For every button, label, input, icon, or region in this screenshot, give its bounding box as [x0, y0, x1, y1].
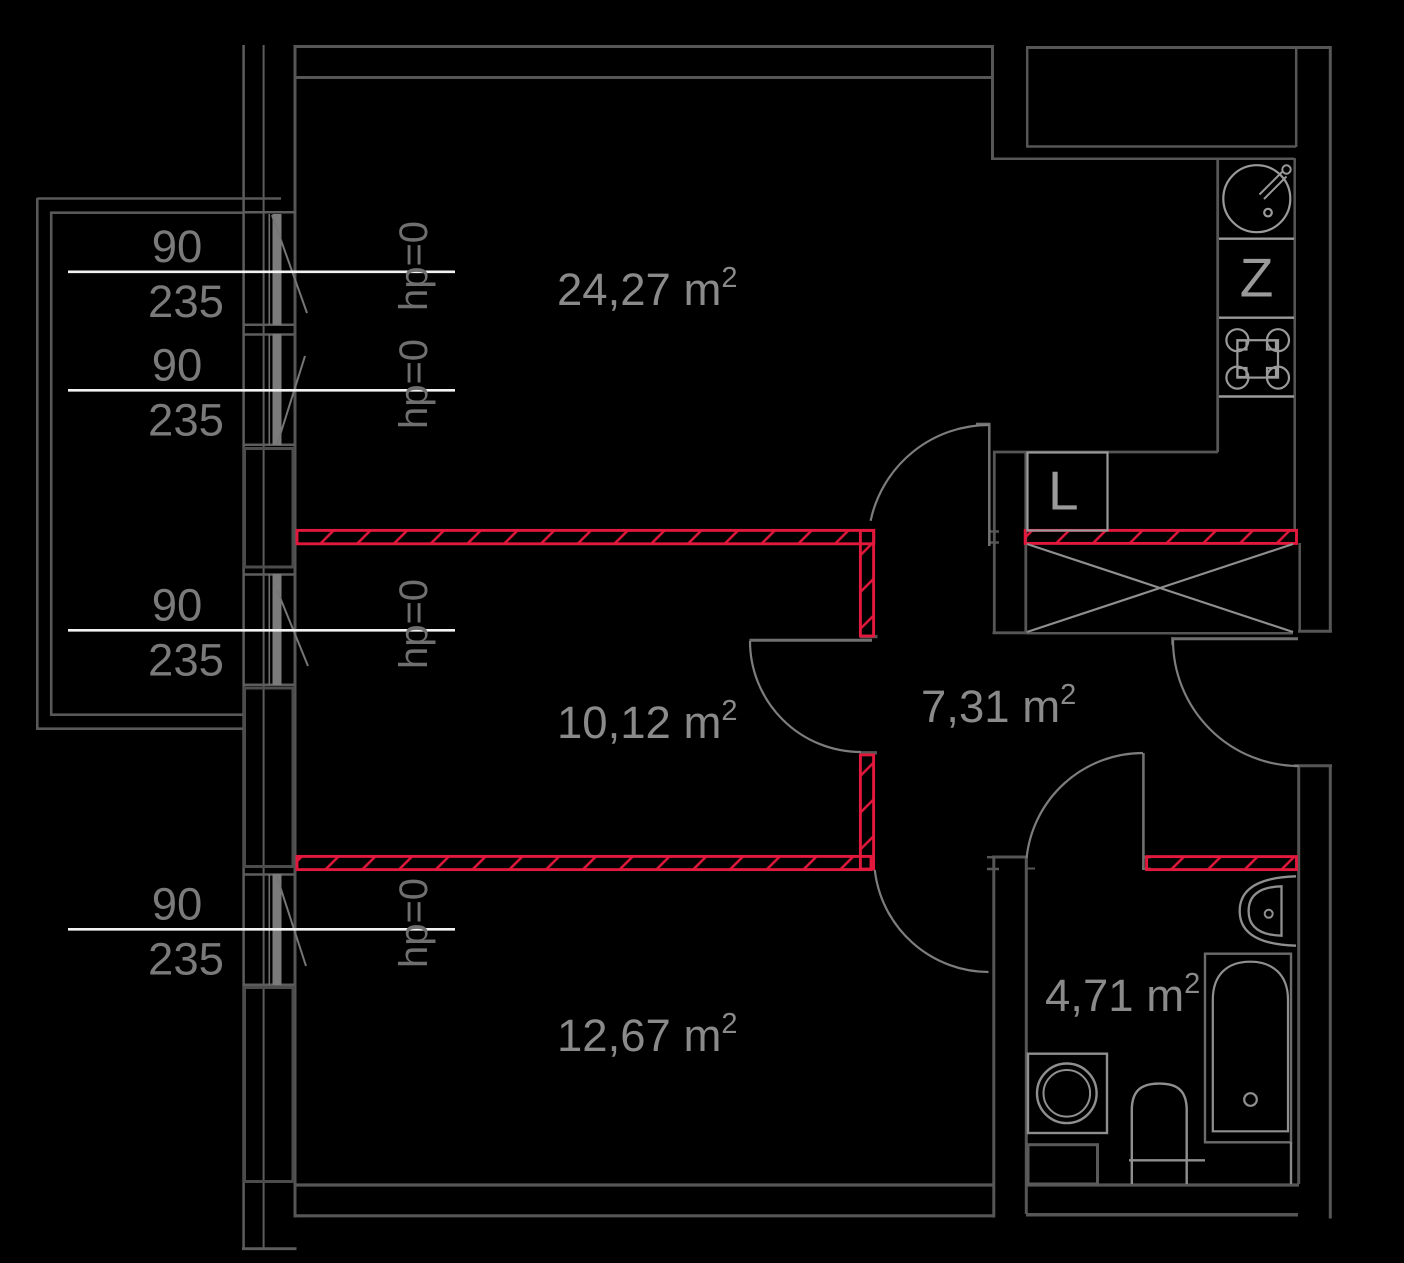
svg-text:4,71 m2: 4,71 m2 [1045, 968, 1200, 1021]
svg-text:24,27 m2: 24,27 m2 [557, 262, 738, 315]
svg-text:90: 90 [152, 339, 203, 390]
svg-text:12,67 m2: 12,67 m2 [557, 1008, 738, 1061]
svg-text:Z: Z [1240, 247, 1274, 309]
svg-text:10,12 m2: 10,12 m2 [557, 695, 738, 748]
svg-text:235: 235 [148, 634, 224, 685]
svg-text:hp=0: hp=0 [392, 579, 436, 669]
svg-text:hp=0: hp=0 [392, 878, 436, 968]
svg-text:90: 90 [152, 579, 203, 630]
svg-text:hp=0: hp=0 [392, 221, 436, 311]
svg-text:hp=0: hp=0 [392, 339, 436, 429]
svg-text:235: 235 [148, 276, 224, 327]
svg-text:7,31 m2: 7,31 m2 [921, 679, 1076, 732]
svg-text:90: 90 [152, 878, 203, 929]
svg-text:235: 235 [148, 933, 224, 984]
svg-text:L: L [1048, 460, 1079, 522]
svg-text:235: 235 [148, 394, 224, 445]
svg-text:90: 90 [152, 221, 203, 272]
